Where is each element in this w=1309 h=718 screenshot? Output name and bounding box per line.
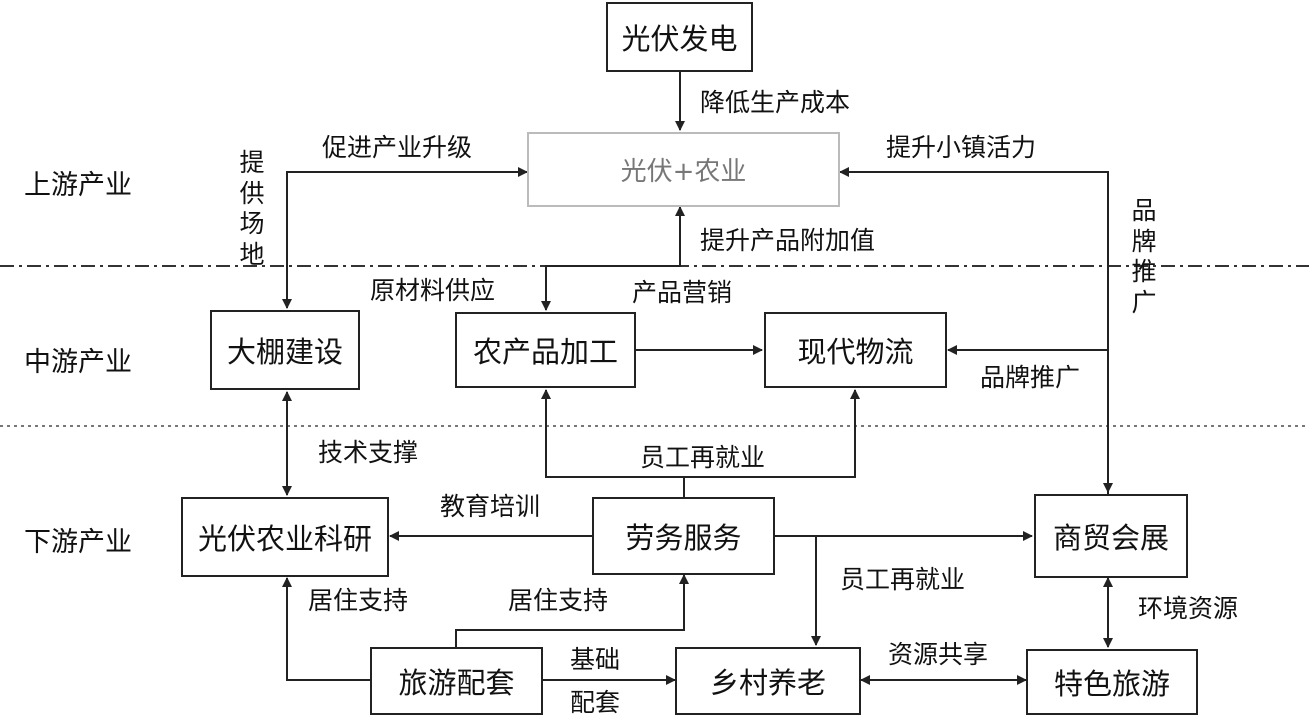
label-housing-1: 居住支持 — [308, 586, 409, 615]
label-brand-promo-vertical: 品牌推广 — [1131, 196, 1157, 317]
label-tech-support: 技术支撑 — [318, 438, 419, 467]
node-greenhouse: 大棚建设 — [210, 310, 360, 390]
edge-housing-2 — [455, 574, 689, 647]
node-featured-tourism: 特色旅游 — [1026, 649, 1198, 715]
edge-reemploy-1b — [684, 389, 860, 478]
node-labor-service: 劳务服务 — [592, 497, 775, 575]
label-infra-1: 基础 — [570, 645, 621, 674]
layer-downstream: 下游产业 — [24, 527, 132, 558]
label-promote-upgrade: 促进产业升级 — [322, 133, 473, 162]
edge-promote-upgrade — [282, 167, 528, 309]
layer-midstream: 中游产业 — [24, 347, 132, 378]
label-brand-promo: 品牌推广 — [980, 363, 1081, 392]
label-reduce-cost: 降低生产成本 — [700, 88, 851, 117]
edge-reemploy-1 — [541, 389, 685, 497]
label-env-resources: 环境资源 — [1138, 594, 1239, 623]
label-marketing: 产品营销 — [632, 278, 733, 307]
node-logistics: 现代物流 — [764, 312, 947, 388]
node-pv-research: 光伏农业科研 — [181, 497, 389, 577]
label-reemploy-2: 员工再就业 — [840, 565, 966, 594]
edge-add-value — [541, 206, 685, 311]
edge-housing-1 — [282, 577, 370, 681]
label-infra-2: 配套 — [570, 688, 621, 717]
edge-boost-vitality — [839, 167, 1109, 494]
node-agri-processing: 农产品加工 — [455, 312, 636, 388]
node-pv-power: 光伏发电 — [606, 2, 753, 72]
label-raw-supply: 原材料供应 — [370, 276, 496, 305]
node-rural-elderly: 乡村养老 — [675, 647, 861, 715]
node-pv-agri: 光伏+农业 — [527, 132, 840, 207]
label-provide-site: 提供场地 — [239, 148, 265, 269]
label-resource-share: 资源共享 — [888, 640, 989, 669]
label-reemploy-1: 员工再就业 — [640, 443, 766, 472]
label-housing-2: 居住支持 — [508, 586, 609, 615]
label-add-value: 提升产品附加值 — [700, 226, 876, 255]
label-boost-vitality: 提升小镇活力 — [886, 133, 1037, 162]
node-trade-expo: 商贸会展 — [1034, 494, 1188, 578]
layer-upstream: 上游产业 — [24, 170, 132, 201]
node-tourism-support: 旅游配套 — [370, 647, 543, 715]
label-education: 教育培训 — [440, 492, 541, 521]
